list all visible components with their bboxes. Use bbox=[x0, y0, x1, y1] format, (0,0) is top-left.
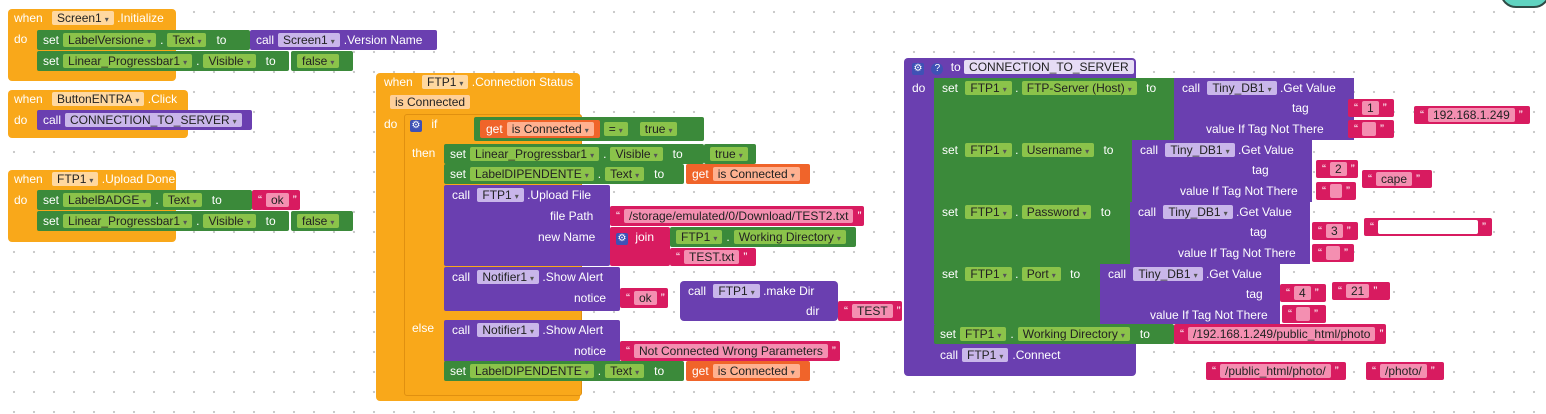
procedure-dropdown[interactable]: CONNECTION_TO_SERVER▾ bbox=[65, 113, 242, 127]
text-cape[interactable]: “cape” bbox=[1362, 170, 1432, 188]
set-labelbadge-text[interactable]: set LabelBADGE▾ . Text▾ to bbox=[37, 190, 252, 210]
call-screen1-versionname[interactable]: call Screen1▾ .Version Name bbox=[250, 30, 437, 50]
text-ok[interactable]: “ok” bbox=[252, 190, 300, 210]
help-icon[interactable]: ? bbox=[931, 63, 944, 75]
property-dropdown[interactable]: Text▾ bbox=[167, 33, 207, 47]
gear-icon[interactable]: ⚙ bbox=[912, 63, 924, 75]
gear-icon[interactable]: ⚙ bbox=[410, 120, 422, 132]
get-is-connected-2[interactable]: get is Connected▾ bbox=[686, 164, 810, 184]
set-ftp1-port[interactable] bbox=[934, 264, 1102, 324]
compare-block[interactable]: get is Connected▾ =▾ true▾ bbox=[474, 117, 704, 141]
text-ok-2[interactable]: “ok” bbox=[620, 288, 668, 308]
set-labeldipendente-text-else[interactable]: set LabelDIPENDENTE▾ . Text▾ to bbox=[444, 361, 684, 381]
when-label: when Screen1▾ .Initialize bbox=[14, 11, 164, 25]
set-labelversione-text[interactable]: set LabelVersione▾ . Text▾ to bbox=[37, 30, 250, 50]
event-name: .Initialize bbox=[117, 11, 164, 25]
component-dropdown[interactable]: ButtonENTRA▾ bbox=[52, 92, 145, 106]
text-filepath[interactable]: “/storage/emulated/0/Download/TEST2.txt” bbox=[610, 206, 864, 226]
text-not-connected[interactable]: “Not Connected Wrong Parameters” bbox=[620, 341, 840, 361]
call-connection-to-server[interactable]: call CONNECTION_TO_SERVER▾ bbox=[37, 110, 252, 130]
logic-true[interactable]: true▾ bbox=[704, 144, 756, 164]
get-is-connected-3[interactable]: get is Connected▾ bbox=[686, 361, 810, 381]
logic-false-2[interactable]: false▾ bbox=[291, 211, 353, 231]
call-ftp1-uploadfile[interactable] bbox=[444, 185, 610, 266]
text-testtxt[interactable]: “TEST.txt” bbox=[670, 248, 756, 266]
text-tag-4[interactable]: “4” bbox=[1280, 284, 1326, 302]
component-dropdown[interactable]: FTP1▾ bbox=[52, 172, 99, 186]
set-ftp1-workingdirectory[interactable]: set FTP1▾ . Working Directory▾ to bbox=[934, 324, 1174, 344]
text-port[interactable]: “21” bbox=[1332, 282, 1390, 300]
do-label: do bbox=[14, 32, 28, 46]
text-empty-1[interactable]: “” bbox=[1348, 120, 1394, 138]
text-empty-3[interactable]: “” bbox=[1312, 244, 1354, 262]
text-public-html-photo[interactable]: “/public_html/photo/” bbox=[1206, 362, 1346, 380]
component-dropdown[interactable]: Screen1▾ bbox=[278, 33, 340, 47]
logic-false[interactable]: false▾ bbox=[291, 51, 353, 71]
text-tag-3[interactable]: “3” bbox=[1312, 222, 1358, 240]
param-is-connected[interactable]: is Connected bbox=[390, 95, 471, 109]
get-is-connected[interactable]: get is Connected▾ bbox=[480, 120, 600, 138]
procedure-name[interactable]: CONNECTION_TO_SERVER bbox=[964, 60, 1134, 74]
set-labeldipendente-text[interactable]: set LabelDIPENDENTE▾ . Text▾ to bbox=[444, 164, 684, 184]
text-ip[interactable]: “192.168.1.249” bbox=[1414, 106, 1530, 124]
set-progressbar-visible[interactable]: set Linear_Progressbar1▾ . Visible▾ to bbox=[37, 51, 289, 71]
set-progressbar-visible-2[interactable]: set Linear_Progressbar1▾ . Visible▾ to bbox=[37, 211, 289, 231]
get-ftp1-workingdirectory[interactable]: FTP1▾ . Working Directory▾ bbox=[670, 227, 856, 247]
workspace-corner-icon[interactable] bbox=[1500, 0, 1546, 8]
set-progressbar-visible-true[interactable]: set Linear_Progressbar1▾ . Visible▾ to bbox=[444, 144, 704, 164]
text-empty-4[interactable]: “” bbox=[1282, 305, 1326, 323]
text-password-hidden[interactable]: “” bbox=[1364, 218, 1492, 236]
property-dropdown[interactable]: Visible▾ bbox=[203, 54, 256, 68]
text-test[interactable]: “TEST” bbox=[838, 301, 902, 321]
component-dropdown[interactable]: Screen1▾ bbox=[52, 11, 114, 25]
text-tag-2[interactable]: “2” bbox=[1316, 160, 1358, 178]
text-tag-1[interactable]: “1” bbox=[1348, 99, 1394, 117]
text-photo[interactable]: “/photo/” bbox=[1366, 362, 1444, 380]
component-dropdown[interactable]: LabelVersione▾ bbox=[63, 33, 157, 47]
text-empty-2[interactable]: “” bbox=[1316, 182, 1356, 200]
call-ftp1-connect[interactable]: call FTP1▾ .Connect bbox=[934, 345, 1076, 365]
text-working-directory[interactable]: “/192.168.1.249/public_html/photo” bbox=[1174, 324, 1386, 344]
component-dropdown[interactable]: Linear_Progressbar1▾ bbox=[63, 54, 193, 68]
gear-icon[interactable]: ⚙ bbox=[616, 233, 628, 245]
